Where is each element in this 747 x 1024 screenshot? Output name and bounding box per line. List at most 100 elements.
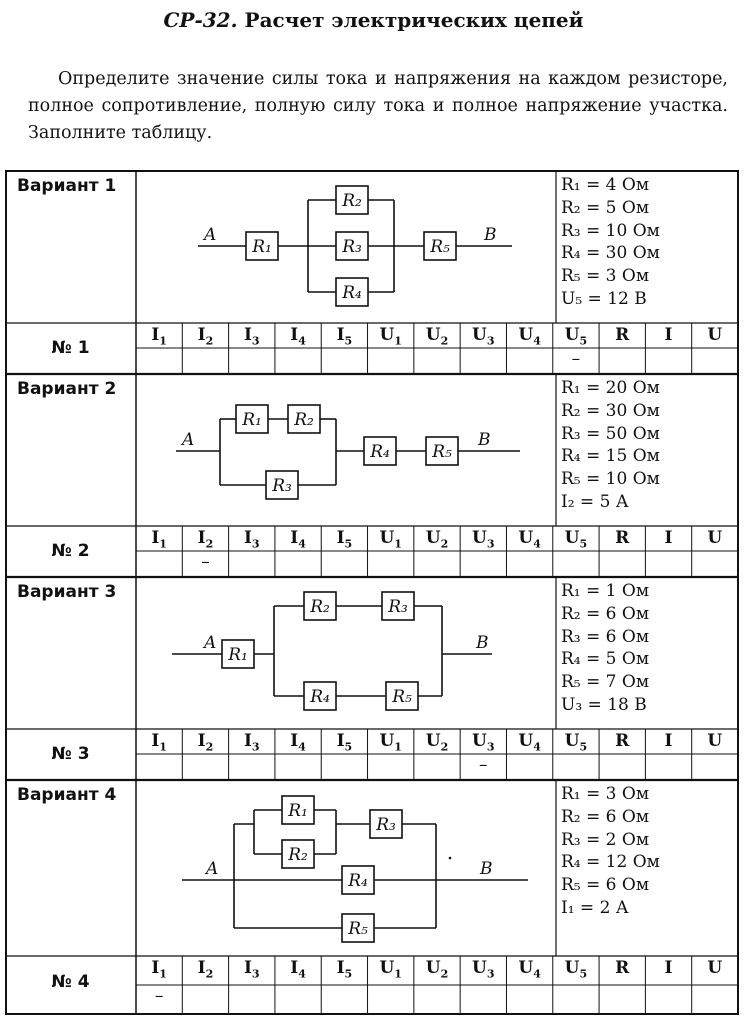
answer-cell[interactable] <box>276 755 320 779</box>
answer-cell[interactable] <box>137 349 181 373</box>
column-header: U2 <box>425 325 449 348</box>
param: R₄ = 15 Ом <box>561 446 660 467</box>
answer-cell[interactable] <box>554 986 598 1013</box>
answer-cell[interactable] <box>322 552 366 576</box>
terminal-a: A <box>204 859 218 879</box>
answer-cell[interactable] <box>230 755 274 779</box>
answer-cell[interactable] <box>276 986 320 1013</box>
column-header: U1 <box>379 528 402 551</box>
column-header: I2 <box>197 528 214 551</box>
answer-cell[interactable] <box>554 552 598 576</box>
resistor-r3: R₃ <box>271 476 292 496</box>
column-header: I <box>664 325 673 345</box>
answer-cell[interactable] <box>461 349 505 373</box>
column-header: I2 <box>197 958 214 981</box>
terminal-b: B <box>483 225 497 245</box>
answer-cell[interactable] <box>415 986 459 1013</box>
answer-cell[interactable] <box>600 986 644 1013</box>
answer-cell[interactable] <box>369 755 413 779</box>
answer-cell[interactable] <box>230 986 274 1013</box>
variant-1-label: Вариант 1 <box>17 176 117 196</box>
answer-cell[interactable] <box>369 986 413 1013</box>
page-title: СР-32. Расчет электрических цепей <box>0 8 747 32</box>
answer-cell[interactable] <box>230 552 274 576</box>
param: R₄ = 12 Ом <box>561 852 660 873</box>
worksheet-code: СР-32. <box>163 8 238 32</box>
answer-cell[interactable] <box>646 986 690 1013</box>
answer-cell[interactable] <box>461 552 505 576</box>
column-header: U4 <box>518 958 541 981</box>
column-header: I5 <box>336 958 353 981</box>
param: R₂ = 6 Ом <box>561 603 650 624</box>
answer-cell[interactable] <box>415 755 459 779</box>
answer-cell[interactable] <box>646 349 690 373</box>
answer-cell[interactable] <box>600 552 644 576</box>
column-header: I3 <box>243 528 260 551</box>
answer-cell[interactable] <box>183 755 227 779</box>
answer-cell[interactable] <box>276 552 320 576</box>
variant-3-label: Вариант 3 <box>17 582 117 602</box>
answer-cell[interactable] <box>693 552 737 576</box>
column-header: U2 <box>425 731 449 754</box>
answer-cell[interactable] <box>415 349 459 373</box>
column-header: U2 <box>425 958 449 981</box>
column-header: U <box>707 528 723 548</box>
answer-cell[interactable] <box>415 552 459 576</box>
answer-cell[interactable] <box>322 349 366 373</box>
answer-cell[interactable] <box>693 349 737 373</box>
terminal-b: B <box>475 633 489 653</box>
answer-cell[interactable] <box>322 755 366 779</box>
param: R₃ = 6 Ом <box>561 626 650 647</box>
column-header: I <box>664 731 673 751</box>
answer-cell[interactable] <box>507 349 551 373</box>
resistor-r1: R₁ <box>287 801 308 821</box>
answer-cell[interactable] <box>369 552 413 576</box>
column-header: U4 <box>518 731 541 754</box>
answer-cell[interactable] <box>276 349 320 373</box>
param: I₁ = 2 А <box>561 897 629 918</box>
param: R₃ = 2 Ом <box>561 829 650 850</box>
answer-cell[interactable] <box>507 755 551 779</box>
column-header: U5 <box>564 731 588 754</box>
answer-cell[interactable] <box>137 552 181 576</box>
terminal-b: B <box>477 430 491 450</box>
column-header: U1 <box>379 958 402 981</box>
param: R₁ = 20 Ом <box>561 378 660 398</box>
resistor-r3: R₃ <box>341 237 362 257</box>
resistor-r2: R₂ <box>341 191 362 211</box>
answer-cell[interactable] <box>183 349 227 373</box>
answer-cell[interactable] <box>646 552 690 576</box>
answer-cell[interactable] <box>693 986 737 1013</box>
answer-cell[interactable] <box>693 755 737 779</box>
answer-cell[interactable] <box>646 755 690 779</box>
answer-cell[interactable] <box>507 552 551 576</box>
answer-cell[interactable] <box>507 986 551 1013</box>
answer-cell[interactable] <box>137 755 181 779</box>
answer-cell[interactable] <box>322 986 366 1013</box>
answer-cell[interactable] <box>461 986 505 1013</box>
param: R₂ = 30 Ом <box>561 400 660 421</box>
answer-cell[interactable] <box>230 349 274 373</box>
answer-cell[interactable] <box>183 986 227 1013</box>
resistor-r3: R₃ <box>387 597 408 617</box>
column-header: U4 <box>518 528 541 551</box>
resistor-r2: R₂ <box>293 410 314 430</box>
param: I₂ = 5 А <box>561 491 629 512</box>
answer-cell[interactable] <box>600 755 644 779</box>
column-header: U2 <box>425 528 449 551</box>
answer-cell[interactable] <box>369 349 413 373</box>
column-header: I5 <box>336 325 353 348</box>
param: R₅ = 7 Ом <box>561 672 650 693</box>
resistor-r4: R₄ <box>347 871 368 891</box>
answer-cell[interactable] <box>554 755 598 779</box>
answer-cell[interactable] <box>600 349 644 373</box>
column-header: R <box>615 958 630 978</box>
column-header: U1 <box>379 325 402 348</box>
column-header: I <box>664 958 673 978</box>
variant-2-number: № 2 <box>51 541 90 561</box>
given-value-dash: – <box>479 755 488 775</box>
resistor-r1: R₁ <box>241 410 262 430</box>
param: U₃ = 18 В <box>561 694 647 715</box>
column-header: U3 <box>472 958 495 981</box>
column-header: U <box>707 958 723 978</box>
